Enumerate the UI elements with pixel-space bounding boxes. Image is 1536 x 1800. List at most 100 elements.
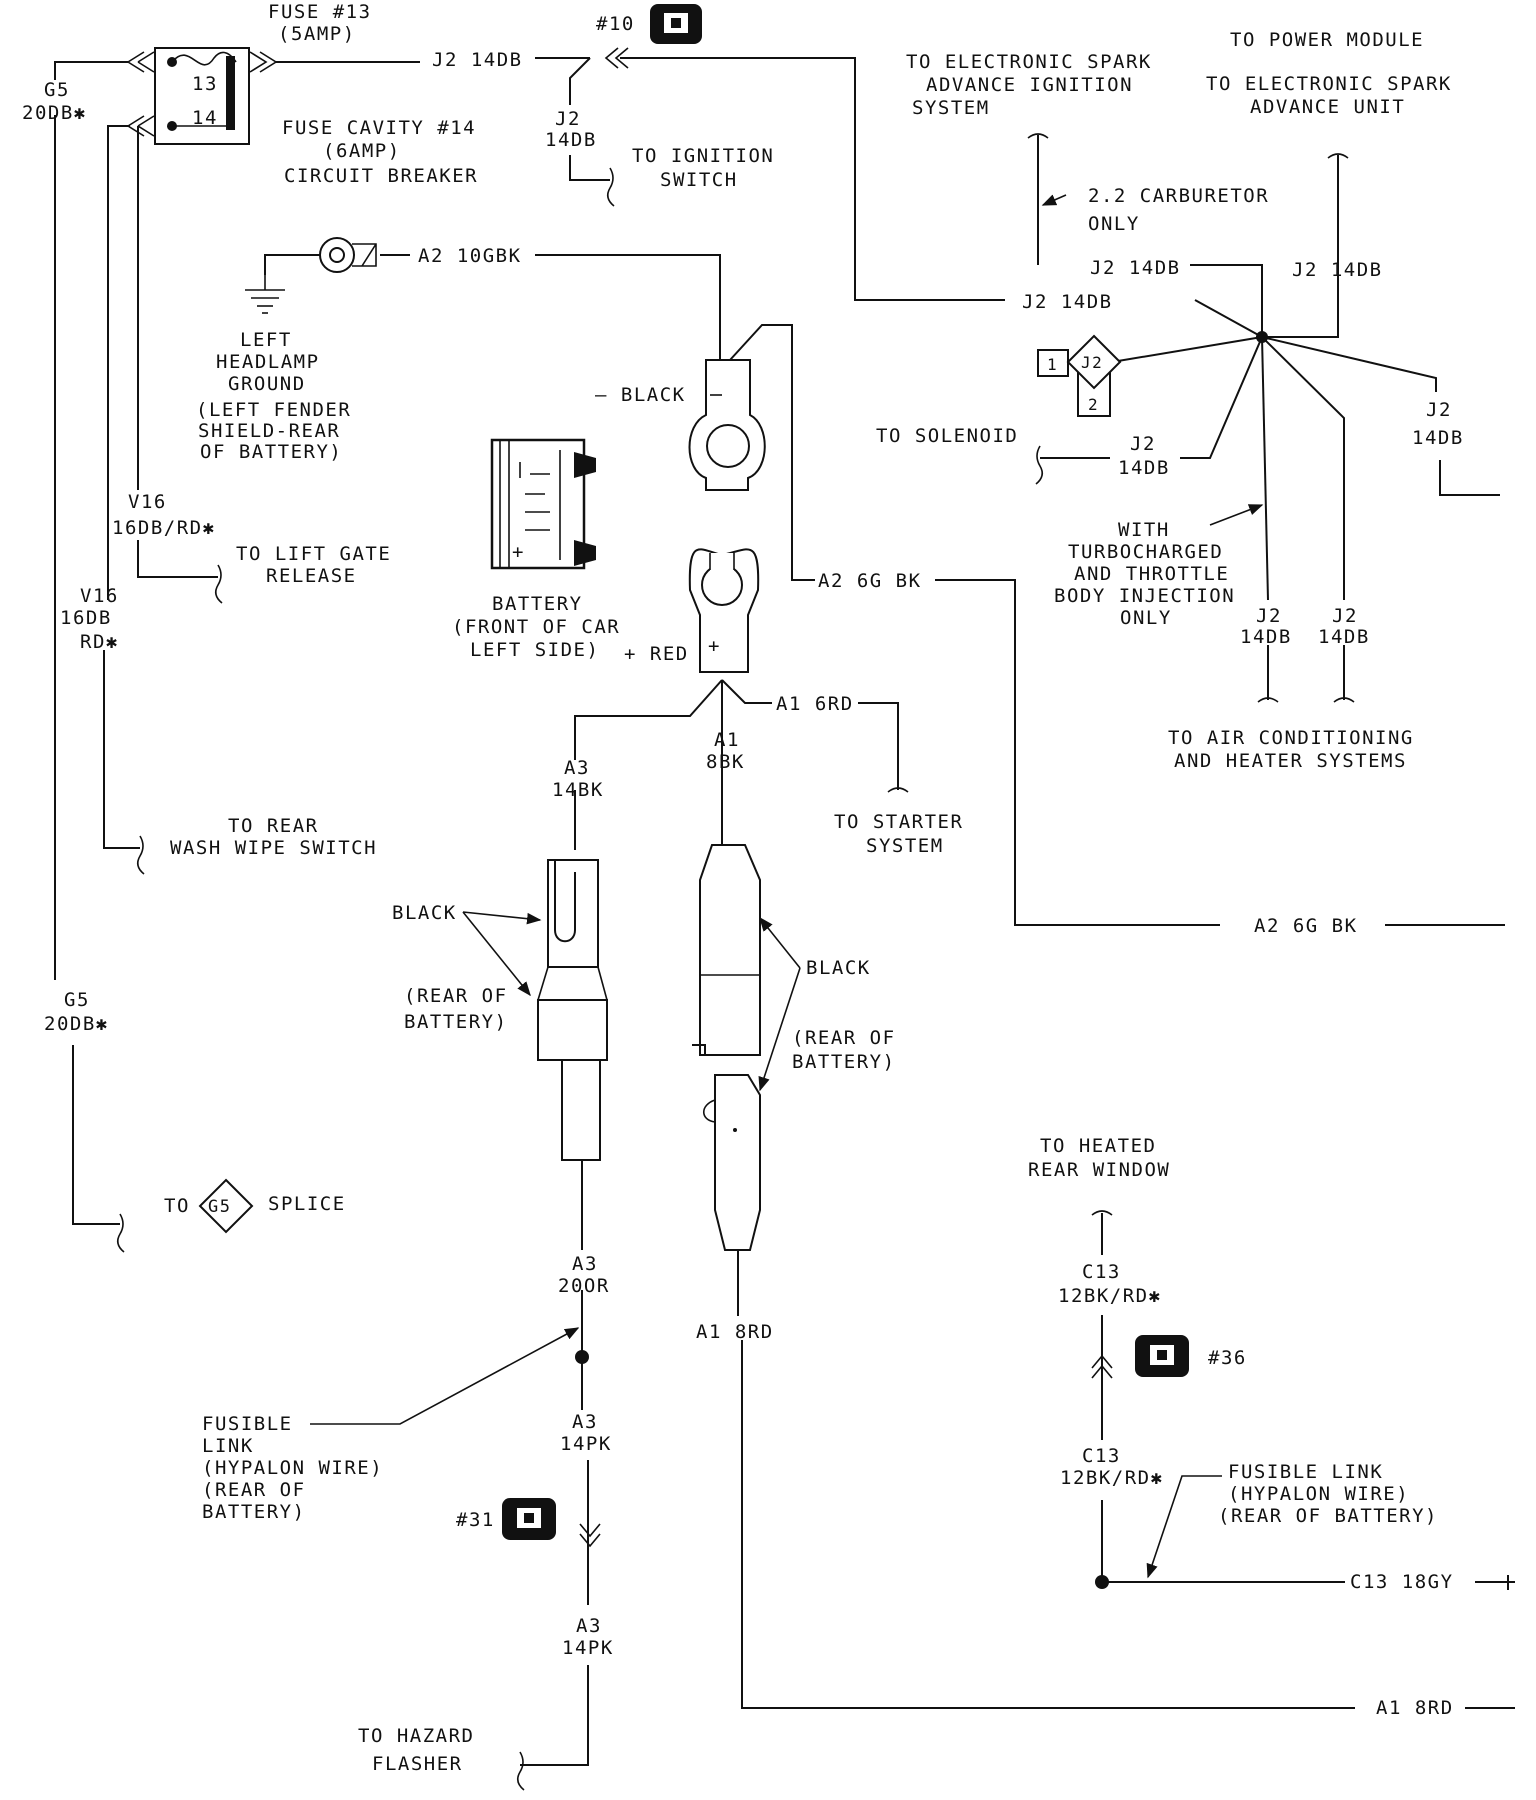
- fusible-link-e: BATTERY): [202, 1501, 306, 1523]
- esa-unit-a: TO ELECTRONIC SPARK: [1206, 73, 1452, 95]
- j2-right-gauge: 14DB: [1412, 427, 1464, 449]
- wire-a3-14bk: [574, 679, 723, 760]
- fusible-link-c: (HYPALON WIRE): [202, 1457, 383, 1479]
- v16-a-label: V16: [128, 491, 167, 513]
- wire-right-branch: [1261, 336, 1437, 392]
- esa-system-a: TO ELECTRONIC SPARK: [906, 51, 1152, 73]
- a3-14pk1-gauge: 14PK: [560, 1433, 612, 1455]
- wire-v16-main: [107, 125, 130, 600]
- headlamp-e: SHIELD-REAR: [198, 420, 340, 442]
- wire-a1-lower2: [741, 1340, 1355, 1709]
- wire-splice-in: [1111, 336, 1263, 363]
- carburetor-b: ONLY: [1088, 213, 1140, 235]
- j2-sol-gauge: 14DB: [1118, 457, 1170, 479]
- wire-esa-unit: [1262, 155, 1339, 338]
- wire-right-down: [1439, 460, 1500, 496]
- splice-2-label: 2: [1088, 395, 1099, 414]
- wire-a3-pk2: [520, 1665, 589, 1766]
- splice-j2: [1037, 331, 1268, 417]
- rear-battery-left-a: (REAR OF: [404, 985, 508, 1007]
- g5-top-gauge: 20DB✱: [22, 102, 87, 124]
- ac-label-a: TO AIR CONDITIONING: [1168, 727, 1414, 749]
- wire-g5-top: [54, 61, 128, 80]
- a3-14pk2-gauge: 14PK: [562, 1637, 614, 1659]
- v16-b-color: RD✱: [80, 631, 119, 653]
- labels: FUSE #13 (5AMP) FUSE CAVITY #14 (6AMP) C…: [22, 1, 1464, 1775]
- connector-10: [650, 4, 702, 44]
- rear-wash-b: WASH WIPE SWITCH: [170, 837, 377, 859]
- j2-top-label: J2 14DB: [432, 49, 523, 71]
- g5-splice-label: G5: [208, 1197, 231, 1217]
- fuse13-rating: (5AMP): [278, 23, 356, 45]
- starter-b: SYSTEM: [866, 835, 944, 857]
- wire-a1-6rd: [721, 679, 772, 704]
- wire-j2-to-main: [620, 57, 1005, 301]
- battery-plus: +: [512, 541, 525, 563]
- a1-6rd-label: A1 6RD: [776, 693, 854, 715]
- a3-20or-label: A3: [572, 1253, 598, 1275]
- j2-esa-label: J2 14DB: [1292, 259, 1383, 281]
- wire-a2-6-right: [935, 579, 1220, 926]
- rear-battery-right-a: (REAR OF: [792, 1027, 896, 1049]
- headlamp-f: OF BATTERY): [200, 441, 342, 463]
- battery-label-a: BATTERY: [492, 593, 583, 615]
- turbo-b: TURBOCHARGED: [1068, 541, 1223, 563]
- connector-36-label: #36: [1208, 1347, 1247, 1369]
- heated-window-a: TO HEATED: [1040, 1135, 1156, 1157]
- wire-lift-end: [214, 564, 223, 604]
- wire-starter-end: [887, 787, 909, 793]
- ignition-label-b: SWITCH: [660, 169, 738, 191]
- wire-v16-lift: [137, 540, 218, 578]
- splice-dot-c13: [1095, 1575, 1109, 1589]
- v16-b-label: V16: [80, 585, 119, 607]
- connector-chevron-31: [579, 1523, 601, 1548]
- a1-8rd-mid-label: A1 8RD: [696, 1321, 774, 1343]
- heated-window-b: REAR WINDOW: [1028, 1159, 1170, 1181]
- ground-eyelet: [319, 237, 377, 273]
- positive-red-label: + RED: [624, 643, 689, 665]
- connector-chevron-10: [604, 47, 629, 69]
- connector-31-label: #31: [456, 1509, 495, 1531]
- a3-14bk-label: A3: [564, 757, 590, 779]
- esa-system-b: ADVANCE IGNITION: [926, 74, 1133, 96]
- splice-j2-label: J2: [1081, 353, 1103, 372]
- headlamp-a: LEFT: [240, 329, 292, 351]
- wire-ac1-end: [1257, 697, 1279, 703]
- fuse13-title: FUSE #13: [268, 1, 372, 23]
- a3-14pk2-label: A3: [576, 1615, 602, 1637]
- lift-gate-a: TO LIFT GATE: [236, 543, 391, 565]
- esa-unit-b: ADVANCE UNIT: [1250, 96, 1405, 118]
- hazard-a: TO HAZARD: [358, 1725, 474, 1747]
- rear-connector-a3: [537, 859, 608, 1161]
- a2-10gbk-label: A2 10GBK: [418, 245, 522, 267]
- wire-ign-end: [606, 167, 615, 207]
- c13-a-gauge: 12BK/RD✱: [1058, 1285, 1162, 1307]
- headlamp-b: HEADLAMP: [216, 351, 320, 373]
- fuse-number-14: 14: [192, 107, 218, 129]
- a1-8bk-label: A1: [714, 729, 740, 751]
- black-left-label: BLACK: [392, 902, 457, 924]
- wire-g5-lower: [72, 1045, 120, 1225]
- g5-mid-label: G5: [64, 989, 90, 1011]
- fusible-link2-c: (REAR OF BATTERY): [1218, 1505, 1438, 1527]
- wire-carb-end: [1027, 133, 1049, 139]
- ignition-label: TO IGNITION: [632, 145, 774, 167]
- fuse14-type: CIRCUIT BREAKER: [284, 165, 478, 187]
- a3-14bk-gauge: 14BK: [552, 779, 604, 801]
- starter-a: TO STARTER: [834, 811, 963, 833]
- g5-mid-gauge: 20DB✱: [44, 1013, 109, 1035]
- g5-top-label: G5: [44, 79, 70, 101]
- fusible-link-d: (REAR OF: [202, 1479, 306, 1501]
- a2-6gbk-label: A2 6G BK: [818, 570, 922, 592]
- carburetor-a: 2.2 CARBURETOR: [1088, 185, 1269, 207]
- wire-v16-rear: [103, 650, 140, 849]
- wire-a1-6rd-b: [858, 702, 899, 790]
- j2-carb-label: J2 14DB: [1090, 257, 1181, 279]
- battery-icon: +: [490, 438, 596, 570]
- fusible-link2-b: (HYPALON WIRE): [1228, 1483, 1409, 1505]
- a1-8bk-gauge: 8BK: [706, 751, 745, 773]
- connector-31: [502, 1498, 556, 1540]
- j2-right-label: J2: [1426, 399, 1452, 421]
- wire-ac1: [1261, 336, 1269, 601]
